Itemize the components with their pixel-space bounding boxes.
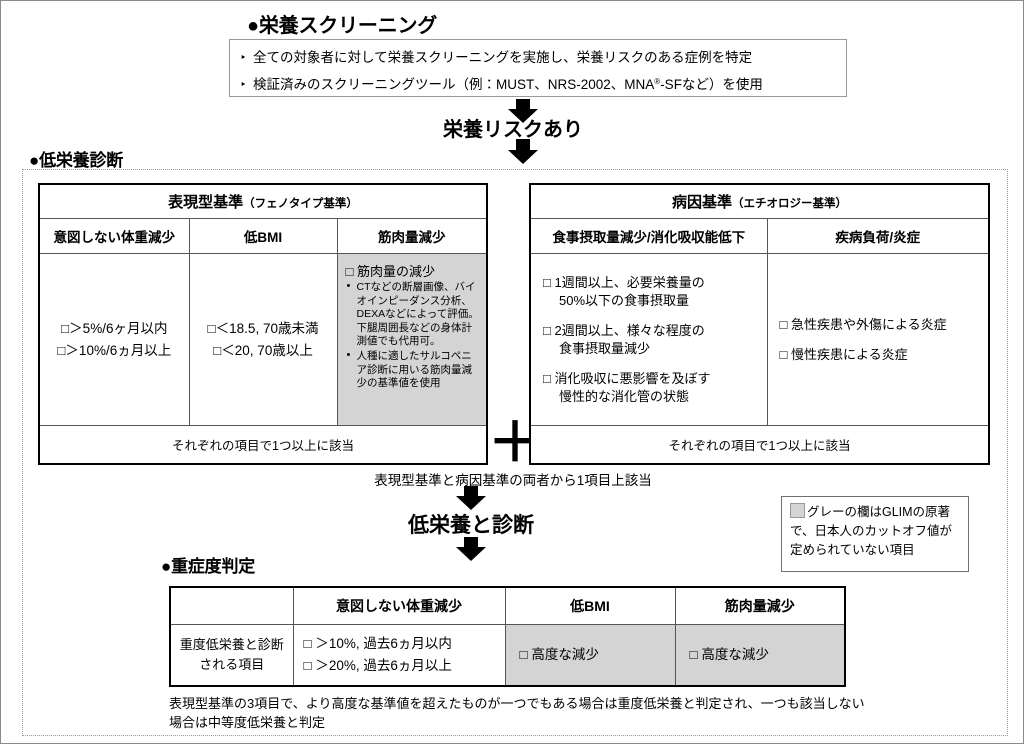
checkbox-item[interactable]: □＞10%/6ヵ月以上	[57, 342, 172, 358]
etiology-intake-cell: □ 1週間以上、必要栄養量の 50%以下の食事摂取量 □ 2週間以上、様々な程度…	[529, 253, 768, 426]
checkbox-item[interactable]: □ ＞20%, 過去6ヵ月以上	[303, 658, 452, 673]
phenotype-muscle-cell: □ 筋肉量の減少 CTなどの断層画像、バイオインピーダンス分析、DEXAなどによ…	[336, 253, 488, 426]
diagnosis-heading: ●低栄養診断	[29, 151, 124, 170]
etiology-disease-cell: □ 急性疾患や外傷による炎症 □ 慢性疾患による炎症	[766, 253, 990, 426]
checkbox-item[interactable]: □ 2週間以上、様々な程度の 食事摂取量減少	[543, 323, 705, 356]
severity-weight-loss-cell: □ ＞10%, 過去6ヵ月以内 □ ＞20%, 過去6ヵ月以上	[292, 624, 506, 687]
checkbox-item[interactable]: □ 慢性疾患による炎症	[779, 347, 908, 362]
severity-row-label: 重度低栄養と診断 される項目	[169, 624, 294, 687]
etiology-criteria-table: 病因基準（エチオロジー基準） 食事摂取量減少/消化吸収能低下 疾病負荷/炎症 □…	[529, 183, 991, 465]
etiology-col-intake: 食事摂取量減少/消化吸収能低下	[529, 218, 768, 254]
arrow-down-icon	[454, 537, 488, 561]
phenotype-low-bmi-cell: □＜18.5, 70歳未満 □＜20, 70歳以上	[188, 253, 338, 426]
checkbox-item[interactable]: □＜18.5, 70歳未満	[207, 320, 319, 336]
diagnosis-dotted-region	[22, 169, 1008, 736]
phenotype-title: 表現型基準（フェノタイプ基準）	[38, 183, 488, 219]
severity-col-low-bmi: 低BMI	[504, 586, 676, 625]
etiology-title: 病因基準（エチオロジー基準）	[529, 183, 990, 219]
checkbox-item[interactable]: □ 消化吸収に悪影響を及ぼす 慢性的な消化管の状態	[543, 371, 711, 404]
arrow-down-icon	[506, 139, 540, 165]
bullet-triangle-icon: ‣	[240, 52, 247, 64]
registered-mark: ®	[654, 77, 661, 86]
screening-heading: ●栄養スクリーニング	[247, 15, 438, 37]
malnutrition-diagnosis-label: 低栄養と診断	[408, 514, 534, 537]
severity-col-muscle-loss: 筋肉量減少	[674, 586, 846, 625]
severity-heading: ●重症度判定	[161, 557, 256, 576]
checkbox-item[interactable]: □ 急性疾患や外傷による炎症	[779, 317, 947, 332]
arrow-down-icon	[454, 486, 488, 510]
checkbox-item[interactable]: □ 筋肉量の減少	[345, 264, 435, 279]
muscle-note: CTなどの断層画像、バイオインピーダンス分析、DEXAなどによって評価。下腿周囲…	[347, 280, 481, 349]
screening-box: ‣全ての対象者に対して栄養スクリーニングを実施し、栄養リスクのある症例を特定 ‣…	[229, 39, 847, 97]
muscle-note: 人種に適したサルコペニア診断に用いる筋肉量減少の基準値を使用	[347, 349, 481, 391]
severity-col-blank	[169, 586, 294, 625]
combine-note: 表現型基準と病因基準の両者から1項目上該当	[374, 473, 652, 488]
gray-swatch-icon	[790, 503, 805, 518]
muscle-notes-list: CTなどの断層画像、バイオインピーダンス分析、DEXAなどによって評価。下腿周囲…	[346, 280, 481, 391]
screening-bullet-1: ‣全ての対象者に対して栄養スクリーニングを実施し、栄養リスクのある症例を特定	[240, 46, 836, 70]
etiology-col-disease: 疾病負荷/炎症	[766, 218, 990, 254]
checkbox-item[interactable]: □ 1週間以上、必要栄養量の 50%以下の食事摂取量	[543, 275, 705, 308]
phenotype-col-weight-loss: 意図しない体重減少	[38, 218, 190, 254]
etiology-footer: それぞれの項目で1つ以上に該当	[529, 425, 990, 465]
phenotype-weight-loss-cell: □＞5%/6ヶ月以内 □＞10%/6ヵ月以上	[38, 253, 190, 426]
bullet-triangle-icon: ‣	[240, 79, 247, 91]
checkbox-item[interactable]: □ ＞10%, 過去6ヵ月以内	[303, 636, 452, 651]
phenotype-criteria-table: 表現型基準（フェノタイプ基準） 意図しない体重減少 低BMI 筋肉量減少 □＞5…	[38, 183, 489, 465]
severity-muscle-cell[interactable]: □ 高度な減少	[674, 624, 846, 687]
severity-table: 意図しない体重減少 低BMI 筋肉量減少 重度低栄養と診断 される項目 □ ＞1…	[169, 586, 846, 687]
phenotype-col-muscle-loss: 筋肉量減少	[336, 218, 488, 254]
arrow-down-icon	[506, 99, 540, 123]
severity-note: 表現型基準の3項目で、より高度な基準値を超えたものが一つでもある場合は重度低栄養…	[169, 696, 865, 730]
phenotype-col-low-bmi: 低BMI	[188, 218, 338, 254]
severity-low-bmi-cell[interactable]: □ 高度な減少	[504, 624, 676, 687]
checkbox-item[interactable]: □＜20, 70歳以上	[213, 342, 313, 358]
phenotype-footer: それぞれの項目で1つ以上に該当	[38, 425, 488, 465]
nutrition-risk-label: 栄養リスクあり	[443, 119, 583, 141]
plus-sign: ＋	[488, 413, 542, 473]
checkbox-item[interactable]: □＞5%/6ヶ月以内	[61, 320, 168, 336]
legend-box: グレーの欄はGLIMの原著で、日本人のカットオフ値が定められていない項目	[781, 496, 969, 572]
screening-bullet-2: ‣検証済みのスクリーニングツール（例：MUST、NRS-2002、MNA®-SF…	[240, 70, 836, 97]
legend-text-row: グレーの欄はGLIMの原著で、日本人のカットオフ値が定められていない項目	[790, 503, 953, 557]
severity-col-weight-loss: 意図しない体重減少	[292, 586, 506, 625]
